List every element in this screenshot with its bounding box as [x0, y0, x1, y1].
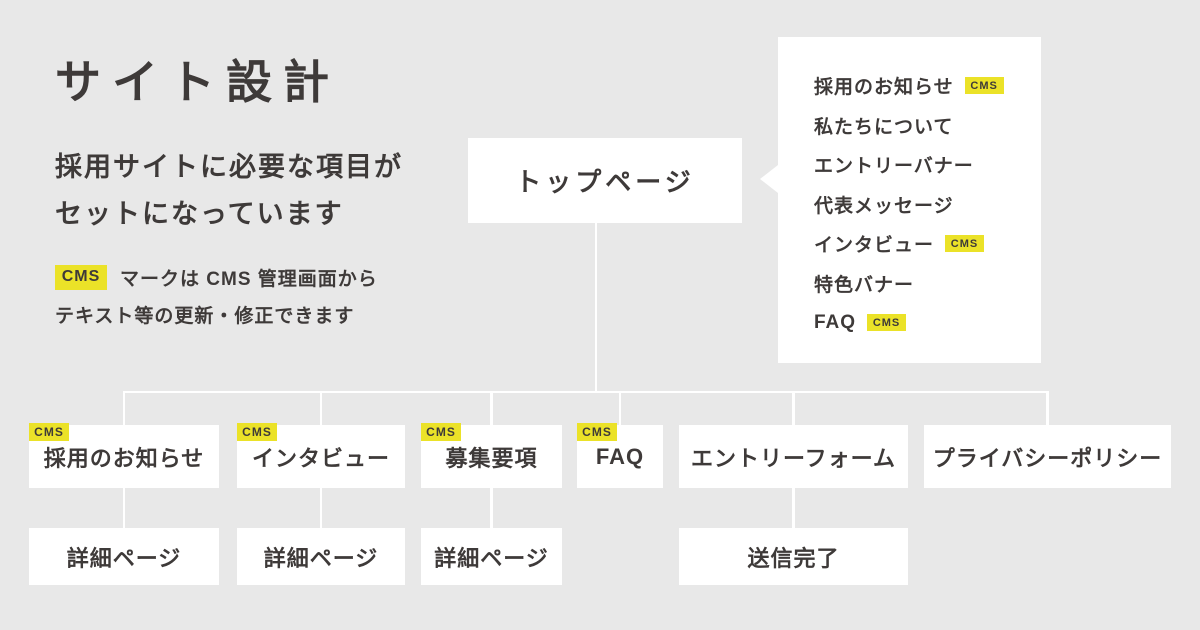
subtitle-line-2: セットになっています: [55, 199, 344, 229]
node-label: プライバシーポリシー: [932, 445, 1163, 471]
node-label: 募集要項: [445, 445, 538, 471]
cms-badge: CMS: [867, 314, 907, 332]
speech-bubble-tail-icon: [760, 165, 778, 193]
node-send-complete: 送信完了: [679, 528, 908, 585]
subtitle-line-1: 採用サイトに必要な項目が: [55, 152, 403, 182]
node-label: FAQ: [595, 443, 645, 469]
node-label: インタビュー: [251, 445, 390, 471]
page-title: サイト設計: [55, 56, 340, 108]
connector-horizontal: [124, 390, 1048, 393]
panel-item-interview: インタビュー CMS: [814, 224, 1041, 264]
top-page-sections-panel: 採用のお知らせ CMS 私たちについて エントリーバナー 代表メッセージ インタ…: [760, 37, 1041, 363]
panel-item-label: FAQ: [814, 311, 857, 333]
node-recruit-news: CMS 採用のお知らせ: [29, 423, 219, 488]
node-label: 詳細ページ: [66, 545, 182, 571]
panel-item-label: エントリーバナー: [814, 156, 974, 178]
node-privacy-policy: プライバシーポリシー: [924, 425, 1171, 488]
node-interview: CMS インタビュー: [237, 423, 405, 488]
cms-badge: CMS: [237, 423, 277, 441]
cms-badge: CMS: [55, 264, 107, 290]
cms-note-line-2: テキスト等の更新・修正できます: [55, 301, 378, 327]
cms-badge: CMS: [421, 423, 461, 441]
node-label: エントリーフォーム: [690, 445, 897, 471]
panel-item-recruit-news: 採用のお知らせ CMS: [814, 66, 1041, 106]
cms-note-text-1: マークは CMS 管理画面から: [120, 268, 378, 290]
connector-drop-guidelines: [490, 390, 493, 425]
node-detail-page-guidelines: 詳細ページ: [421, 528, 562, 585]
node-detail-page-interview: 詳細ページ: [237, 528, 405, 585]
panel-item-label: 私たちについて: [814, 116, 954, 138]
node-recruit-guidelines: CMS 募集要項: [421, 423, 562, 488]
panel-item-label: インタビュー: [814, 235, 935, 257]
connector-interview-detail: [319, 488, 323, 528]
node-top-page: トップページ: [468, 138, 742, 223]
panel-item-about-us: 私たちについて: [814, 106, 1041, 146]
cms-badge: CMS: [945, 235, 985, 253]
node-label: 送信完了: [747, 545, 840, 571]
connector-toppage-vertical: [594, 222, 598, 392]
panel-item-feature-banner: 特色バナー: [814, 264, 1041, 304]
cms-note-text-2: テキスト等の更新・修正できます: [55, 305, 355, 327]
connector-drop-privacy: [1046, 390, 1049, 425]
connector-drop-faq: [618, 390, 622, 425]
connector-drop-entry-form: [792, 390, 795, 425]
cms-note-line-1: CMS マークは CMS 管理画面から: [55, 264, 378, 290]
node-label: 詳細ページ: [263, 545, 379, 571]
node-entry-form: エントリーフォーム: [679, 425, 908, 488]
panel-item-label: 採用のお知らせ: [814, 77, 954, 99]
node-top-page-label: トップページ: [515, 167, 695, 197]
node-detail-page-recruit-news: 詳細ページ: [29, 528, 219, 585]
connector-entry-form-complete: [792, 488, 795, 528]
panel-item-ceo-message: 代表メッセージ: [814, 185, 1041, 225]
cms-badge: CMS: [964, 77, 1004, 95]
connector-drop-interview: [319, 390, 323, 425]
connector-recruit-news-detail: [122, 488, 126, 528]
cms-badge: CMS: [577, 423, 617, 441]
connector-drop-recruit-news: [122, 390, 126, 425]
node-label: 詳細ページ: [434, 545, 549, 571]
subtitle: 採用サイトに必要な項目が セットになっています: [55, 144, 403, 238]
panel-item-entry-banner: エントリーバナー: [814, 145, 1041, 185]
cms-note: CMS マークは CMS 管理画面から テキスト等の更新・修正できます: [55, 264, 378, 327]
panel-item-label: 特色バナー: [814, 274, 915, 296]
node-label: 採用のお知らせ: [43, 445, 205, 471]
panel-item-faq: FAQ CMS: [814, 303, 1041, 343]
node-faq: CMS FAQ: [577, 423, 663, 488]
connector-guidelines-detail: [490, 488, 493, 528]
panel-item-label: 代表メッセージ: [814, 195, 954, 217]
cms-badge: CMS: [29, 423, 69, 441]
